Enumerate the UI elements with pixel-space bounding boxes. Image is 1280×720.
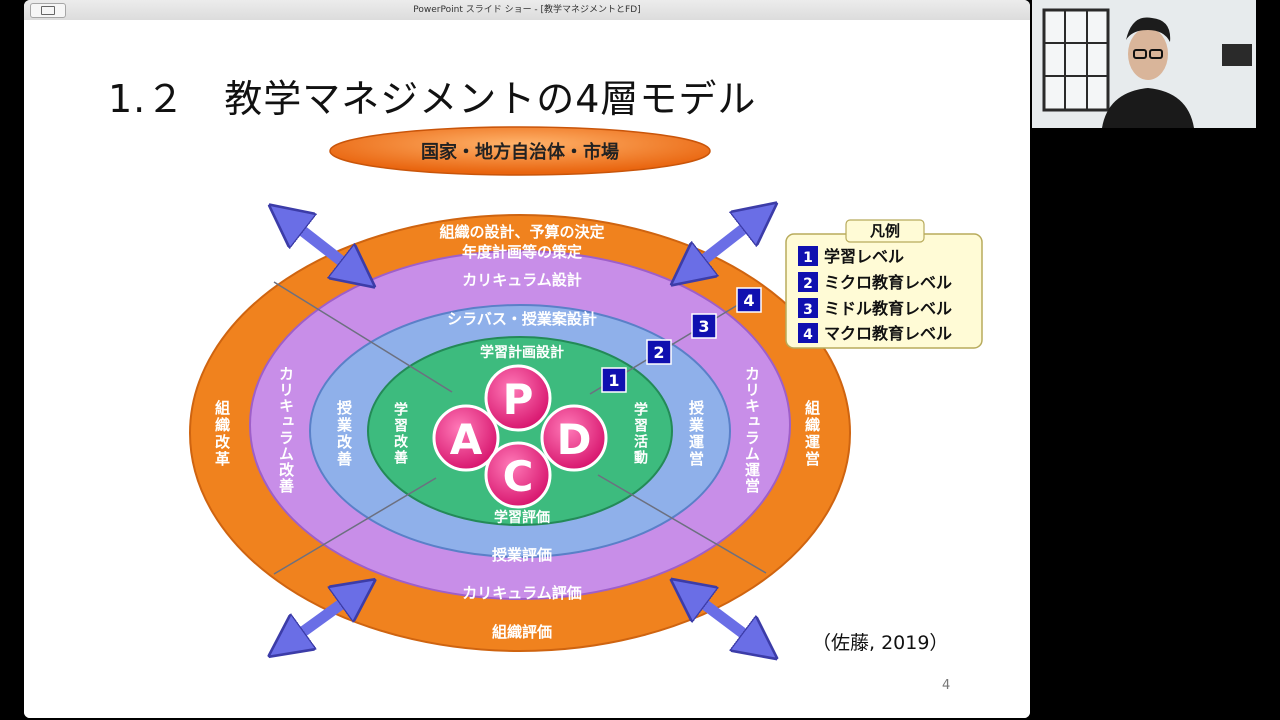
org-reform-label: 組織改革 xyxy=(213,399,231,468)
legend-box: 凡例 1 学習レベル 2 ミクロ教育レベル 3 ミドル教育レベル 4 マクロ教育… xyxy=(785,219,983,349)
webcam-video xyxy=(1032,0,1256,128)
legend-badge-2 xyxy=(798,272,818,292)
national-market-label: 国家・地方自治体・市場 xyxy=(421,141,619,163)
slide-title: 1.２ 教学マネジメントの4層モデル xyxy=(108,77,757,121)
arrow-bottom-right xyxy=(688,592,760,646)
legend-item-4-label: マクロ教育レベル xyxy=(824,324,952,343)
curriculum-operation-label: カリキュラム運営 xyxy=(743,366,761,494)
arrow-bottom-left xyxy=(286,592,358,644)
pdca-c-letter: C xyxy=(503,452,534,501)
citation: （佐藤, 2019） xyxy=(812,632,949,654)
divider-line xyxy=(273,477,437,575)
org-evaluation-label: 組織評価 xyxy=(492,623,552,641)
legend-badge-4 xyxy=(798,323,818,343)
learning-activity-label: 学習活動 xyxy=(632,401,648,466)
level-badge-1-num: 1 xyxy=(608,371,619,390)
legend-badge-4-num: 4 xyxy=(803,327,813,343)
window-control-button[interactable] xyxy=(30,3,66,18)
legend-item-3-label: ミドル教育レベル xyxy=(824,299,952,318)
window-titlebar: PowerPoint スライド ショー - [教学マネジメントとFD] xyxy=(24,0,1030,21)
pdca-d-circle xyxy=(540,404,608,472)
class-improvement-label: 授業改善 xyxy=(335,399,353,468)
level-badge-4-num: 4 xyxy=(743,291,754,310)
org-top-label-2: 年度計画等の策定 xyxy=(462,243,582,261)
legend-badge-1-num: 1 xyxy=(803,250,813,266)
level-badge-2-num: 2 xyxy=(653,343,664,362)
four-layer-model-diagram: 国家・地方自治体・市場 組織の設計、予算の決定 年度計画等の策定 カリキュラム設… xyxy=(189,126,983,718)
pdca-a-circle xyxy=(432,404,500,472)
webcam-scene xyxy=(1032,0,1256,128)
powerpoint-window: PowerPoint スライド ショー - [教学マネジメントとFD] 1.２ … xyxy=(24,0,1030,718)
class-operation-label: 授業運営 xyxy=(687,399,705,468)
arrow-top-right xyxy=(688,216,760,272)
level-badge-4: 4 xyxy=(736,287,762,313)
pdca-p-circle xyxy=(484,364,552,432)
pdca-a-letter: A xyxy=(450,415,483,464)
divider-line xyxy=(597,474,767,574)
legend-badge-1 xyxy=(798,246,818,266)
legend-item-2-label: ミクロ教育レベル xyxy=(824,273,952,292)
presenter-view-icon xyxy=(41,6,55,15)
slide-number: 4 xyxy=(942,678,951,693)
pdca-c-circle xyxy=(484,441,552,509)
arrow-top-left xyxy=(286,218,358,274)
legend-badge-3-num: 3 xyxy=(803,302,813,318)
level-badge-2: 2 xyxy=(646,339,672,365)
national-market-pill xyxy=(329,126,711,176)
level-badge-3-num: 3 xyxy=(698,317,709,336)
legend-badge-3 xyxy=(798,298,818,318)
legend-item-1-label: 学習レベル xyxy=(824,247,904,266)
pdca-d-letter: D xyxy=(557,415,592,464)
pdca-p-letter: P xyxy=(503,375,534,424)
slide[interactable]: 1.２ 教学マネジメントの4層モデル 国家・地方自治体・市場 xyxy=(24,20,1030,718)
curriculum-design-label: カリキュラム設計 xyxy=(462,271,582,289)
org-top-label-1: 組織の設計、予算の決定 xyxy=(439,223,604,241)
level-badge-3: 3 xyxy=(691,313,717,339)
curriculum-improvement-label: カリキュラム改善 xyxy=(277,366,295,494)
level-badge-1: 1 xyxy=(601,367,627,393)
syllabus-design-label: シラバス・授業案設計 xyxy=(447,310,597,328)
divider-line xyxy=(273,281,453,393)
learning-plan-label: 学習計画設計 xyxy=(480,344,564,361)
curriculum-evaluation-label: カリキュラム評価 xyxy=(462,584,582,602)
class-evaluation-label: 授業評価 xyxy=(492,546,552,564)
learning-improvement-label: 学習改善 xyxy=(392,401,408,466)
legend-badge-2-num: 2 xyxy=(803,276,813,292)
legend-title: 凡例 xyxy=(870,222,900,240)
learning-evaluation-label: 学習評価 xyxy=(494,509,550,526)
window-title: PowerPoint スライド ショー - [教学マネジメントとFD] xyxy=(413,5,641,15)
org-operation-label: 組織運営 xyxy=(803,399,821,468)
